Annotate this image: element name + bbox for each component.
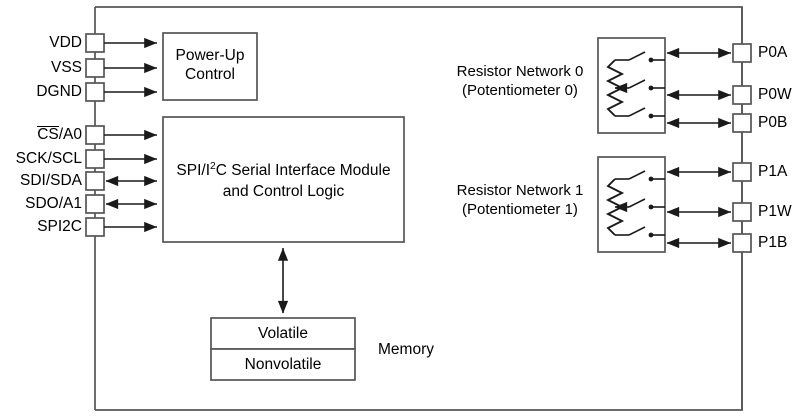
cs-overbar-text: CS xyxy=(37,126,59,143)
pin-label-p0b: P0B xyxy=(758,114,788,131)
pin-pad-vdd xyxy=(85,33,105,53)
resistor-network-1-box xyxy=(597,156,666,253)
resistor-network-1-line1: Resistor Network 1 xyxy=(456,182,584,199)
pin-pad-p0w xyxy=(732,85,752,105)
serial-interface-block xyxy=(162,116,405,243)
power-up-control-line1: Power-Up xyxy=(175,47,245,64)
serial-interface-line2: and Control Logic xyxy=(222,183,345,200)
serial-interface-post: C Serial Interface Module xyxy=(215,162,391,179)
pin-pad-dgnd xyxy=(85,82,105,102)
memory-volatile-cell xyxy=(210,317,356,350)
resistor-network-0-line2: (Potentiometer 0) xyxy=(462,82,578,99)
resistor-network-0-box xyxy=(597,37,666,134)
serial-interface-superscript: 2 xyxy=(210,160,216,172)
pin-pad-p1a xyxy=(732,162,752,182)
pin-pad-p1w xyxy=(732,202,752,222)
pin-label-vdd: VDD xyxy=(49,34,82,51)
pin-label-sck-scl: SCK/SCL xyxy=(15,150,82,167)
resistor-network-0-line1: Resistor Network 0 xyxy=(456,63,584,80)
pin-pad-sdo-a1 xyxy=(85,194,105,214)
resistor-network-1-line2: (Potentiometer 1) xyxy=(462,201,578,218)
pin-label-p0w: P0W xyxy=(758,86,792,103)
memory-nonvolatile-label: Nonvolatile xyxy=(244,356,322,373)
pin-pad-vss xyxy=(85,58,105,78)
pin-pad-cs-a0 xyxy=(85,125,105,145)
power-up-control-line2: Control xyxy=(185,66,235,83)
pin-label-spi2c: SPI2C xyxy=(37,218,82,235)
resistor-network-1 xyxy=(597,156,666,253)
memory-nonvolatile-cell xyxy=(210,348,356,381)
memory-block xyxy=(210,317,356,381)
serial-connections xyxy=(104,129,157,233)
power-connections xyxy=(104,37,157,98)
power-up-control-block xyxy=(162,32,258,101)
pin-label-p1w: P1W xyxy=(758,203,792,220)
pin-pad-sdi-sda xyxy=(85,171,105,191)
pin-label-dgnd: DGND xyxy=(36,83,82,100)
memory-volatile-label: Volatile xyxy=(258,325,308,342)
resistor-network-0 xyxy=(597,37,666,134)
pin-label-p1a: P1A xyxy=(758,163,788,180)
pin-pad-sck-scl xyxy=(85,149,105,169)
cs-suffix-text: /A0 xyxy=(58,126,82,143)
pin-label-p0a: P0A xyxy=(758,44,788,61)
terminal-connections xyxy=(666,47,731,249)
serial-interface-pre: SPI/I xyxy=(176,162,211,179)
pin-pad-p0b xyxy=(732,113,752,133)
pin-pad-p0a xyxy=(732,43,752,63)
right-pin-pads xyxy=(732,43,752,253)
pin-pad-p1b xyxy=(732,233,752,253)
pin-pad-spi2c xyxy=(85,217,105,237)
left-pin-pads xyxy=(85,33,105,237)
pin-label-p1b: P1B xyxy=(758,234,788,251)
serial-interface-line1: SPI/I2C Serial Interface Module xyxy=(163,160,404,180)
pin-label-cs-a0: CS/A0 xyxy=(0,126,82,144)
pin-label-vss: VSS xyxy=(50,59,82,76)
pin-label-sdo-a1: SDO/A1 xyxy=(25,195,82,212)
pin-label-sdi-sda: SDI/SDA xyxy=(19,172,82,189)
memory-caption: Memory xyxy=(378,341,434,358)
